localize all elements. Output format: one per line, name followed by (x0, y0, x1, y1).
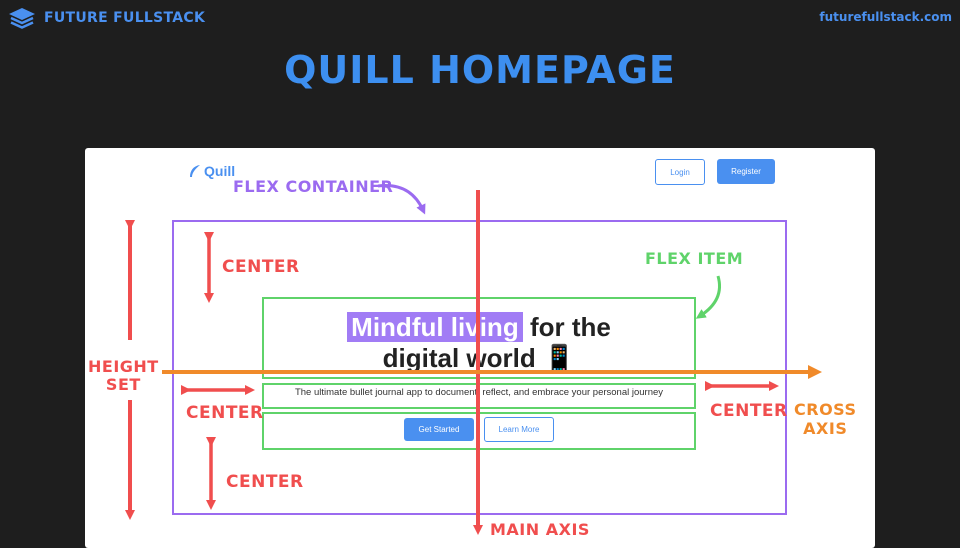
cross-axis-label: CROSS AXIS (794, 400, 857, 438)
flex-container-pointer-arrow (377, 184, 426, 215)
brand: FUTURE FULLSTACK (8, 7, 205, 29)
hero-title-highlight: Mindful living (347, 312, 523, 342)
slide-title: QUILL HOMEPAGE (284, 48, 676, 92)
login-button[interactable]: Login (655, 159, 705, 185)
height-set-line2: SET (105, 375, 141, 394)
flex-item-label: FLEX ITEM (645, 249, 744, 268)
quill-logo-text: Quill (204, 163, 236, 179)
register-button[interactable]: Register (717, 159, 775, 184)
main-axis-label: MAIN AXIS (490, 520, 590, 539)
center-right-label: CENTER (710, 401, 788, 421)
brand-name: FUTURE FULLSTACK (44, 10, 206, 26)
feather-icon (190, 165, 200, 177)
hero-title-rest: for the (529, 312, 611, 342)
flex-container-label: FLEX CONTAINER (233, 177, 394, 196)
cross-axis-line2: AXIS (803, 419, 848, 438)
quill-logo[interactable]: Quill (188, 163, 235, 179)
learn-more-button[interactable]: Learn More (484, 417, 554, 442)
layers-icon (9, 8, 35, 29)
flex-item-pointer-arrow (695, 275, 721, 319)
height-set-line1: HEIGHT (88, 357, 159, 376)
center-left-label: CENTER (186, 403, 264, 423)
center-top-label: CENTER (222, 257, 300, 277)
get-started-button[interactable]: Get Started (404, 418, 474, 441)
cross-axis-line1: CROSS (794, 400, 857, 419)
height-set-label: HEIGHT SET (88, 358, 159, 394)
center-bottom-label: CENTER (226, 472, 304, 492)
site-url-link[interactable]: futurefullstack.com (819, 10, 952, 24)
